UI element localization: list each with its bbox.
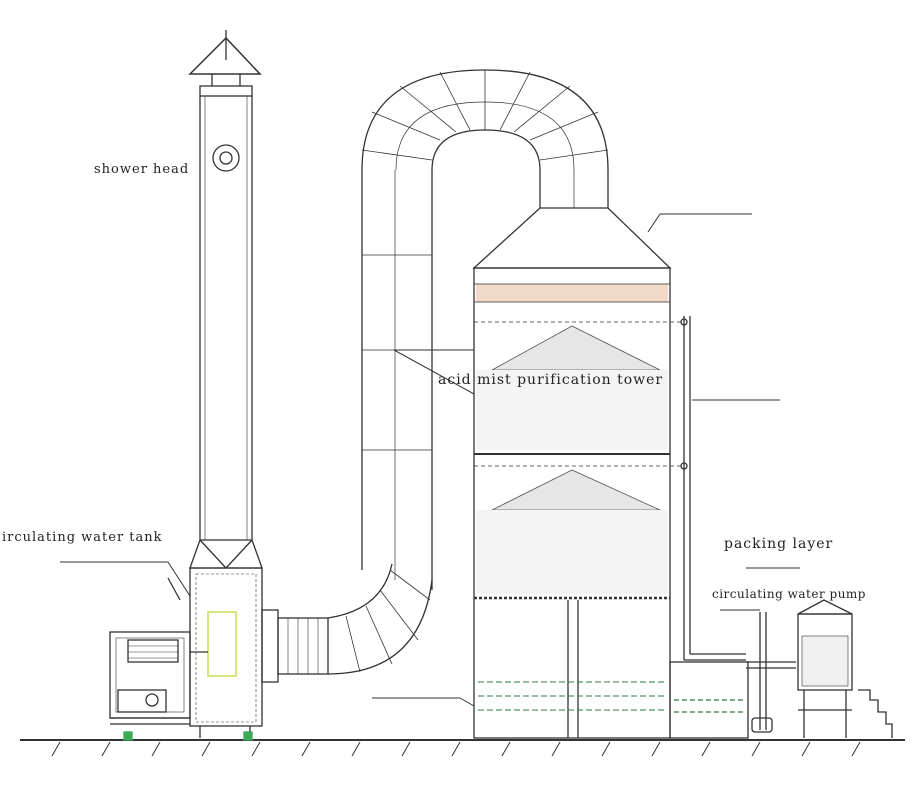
circulation-piping: [669, 316, 796, 739]
label-shower-head: shower head: [94, 162, 190, 177]
label-packing-layer: packing layer: [724, 536, 834, 552]
ground: [20, 739, 905, 757]
label-acid-mist-tower: acid mist purification tower: [438, 372, 664, 388]
exhaust-stack: [188, 30, 263, 569]
ground-hatching: [51, 741, 861, 757]
leader-lines: [60, 213, 800, 707]
dosing-vessel: [797, 599, 893, 738]
gooseneck-duct: [361, 69, 609, 590]
shower-head-icon: [212, 144, 240, 172]
sump-water: [478, 681, 666, 711]
label-circulating-water-pump: circulating water pump: [712, 587, 866, 601]
purification-tower: [472, 207, 684, 739]
inlet-duct: [261, 563, 433, 683]
circulating-water-tank: [123, 567, 263, 741]
spray-cone-upper: [491, 325, 661, 371]
label-circulating-water-tank: irculating water tank: [2, 530, 163, 545]
packing-band: [476, 284, 668, 302]
fan-motor-unit: [109, 631, 208, 725]
spray-cone-lower: [491, 469, 661, 511]
